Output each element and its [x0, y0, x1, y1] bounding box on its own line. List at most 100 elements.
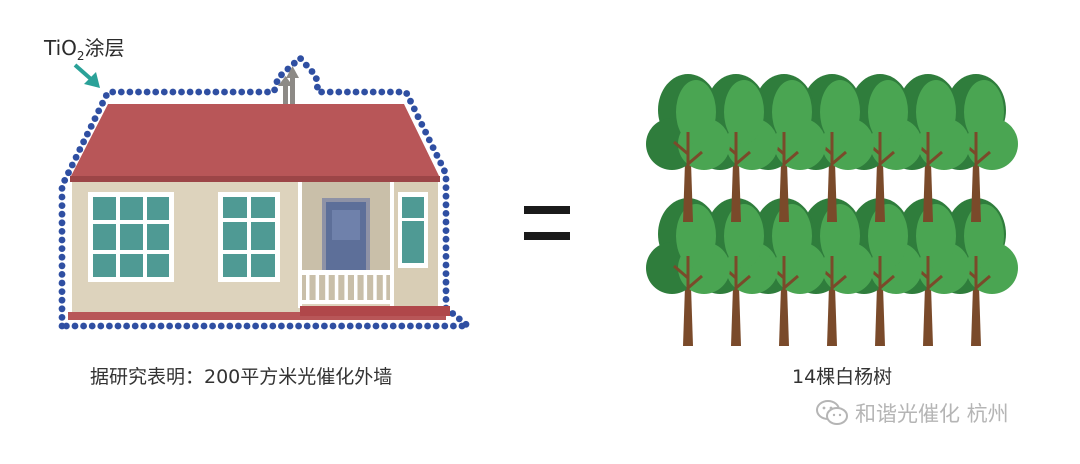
coating-dot	[290, 59, 298, 67]
watermark-text: 和谐光催化 杭州	[855, 402, 1009, 426]
coating-dot	[71, 322, 79, 330]
coating-dot	[160, 88, 168, 96]
coating-dot	[344, 88, 351, 96]
coating-dot	[243, 322, 251, 330]
coating-dot	[58, 305, 66, 313]
coating-dot	[321, 322, 328, 330]
porch-rail	[373, 275, 377, 300]
coating-dot	[88, 322, 96, 330]
coating-dot	[352, 88, 360, 96]
watermark: 和谐光催化 杭州	[815, 398, 1009, 428]
coating-dot	[186, 88, 194, 96]
coating-dot	[135, 88, 142, 96]
front-door	[322, 198, 370, 274]
coating-dot	[212, 88, 220, 96]
coating-dot	[63, 322, 70, 330]
coating-dot	[425, 136, 433, 144]
coating-dot	[326, 88, 334, 96]
coating-dot	[278, 71, 285, 79]
coating-dot	[407, 322, 414, 330]
coating-dot	[149, 322, 156, 330]
coating-dot	[221, 88, 228, 96]
coating-dot	[117, 88, 125, 96]
coating-dot	[442, 296, 450, 303]
window-right	[398, 192, 428, 268]
coating-dot	[140, 322, 148, 330]
window-left	[88, 192, 174, 282]
coating-dot	[450, 322, 457, 330]
porch-rail	[325, 275, 329, 300]
coating-dot	[72, 153, 80, 161]
coating-dot	[260, 322, 268, 330]
coating-dot	[178, 88, 185, 96]
coating-dot	[131, 322, 139, 330]
coating-dot	[229, 88, 237, 96]
coating-dot	[369, 88, 377, 96]
window-middle	[218, 192, 280, 282]
coating-dot	[442, 201, 450, 209]
coating-dot	[441, 167, 448, 175]
coating-dot	[252, 322, 259, 330]
coating-dot	[200, 322, 208, 330]
coating-dot	[318, 88, 325, 96]
coating-dot	[442, 210, 450, 217]
tree-grid	[646, 74, 1018, 346]
coating-dot	[255, 88, 263, 96]
coating-label-suffix: 涂层	[84, 36, 125, 60]
coating-label: TiO2涂层	[44, 32, 125, 63]
trees-caption: 14棵白杨树	[792, 366, 893, 388]
coating-dot	[414, 113, 422, 121]
coating-dot	[203, 88, 211, 96]
coating-dot	[217, 322, 225, 330]
coating-dot	[372, 322, 380, 330]
coating-dot	[58, 314, 66, 321]
porch-rail	[334, 275, 339, 300]
coating-dot	[152, 88, 160, 96]
coating-dot	[65, 169, 72, 177]
coating-dot	[284, 65, 292, 73]
coating-dot	[407, 97, 414, 105]
coating-dot	[58, 219, 66, 227]
coating-dot	[364, 322, 371, 330]
coating-dot	[437, 159, 445, 167]
coating-dot	[398, 322, 406, 330]
coating-dot	[271, 86, 278, 94]
coating-dot	[415, 322, 423, 330]
coating-dot	[338, 322, 345, 330]
tree	[646, 74, 730, 222]
coating-dot	[314, 83, 321, 91]
coating-dot	[297, 55, 304, 62]
coating-dot	[157, 322, 165, 330]
coating-dot	[286, 322, 294, 330]
coating-dot	[278, 322, 285, 330]
coating-dot	[403, 90, 411, 97]
coating-dot	[335, 88, 343, 96]
coating-arrow	[73, 63, 100, 88]
coating-dot	[361, 88, 368, 96]
coating-dot	[424, 322, 431, 330]
coating-dot	[58, 288, 66, 295]
coating-dot	[378, 88, 386, 96]
porch-rail	[315, 275, 320, 300]
coating-dot	[264, 88, 271, 96]
coating-dot	[87, 123, 95, 130]
coating-dot	[442, 244, 450, 252]
porch-rail	[306, 275, 310, 300]
porch-rail	[382, 275, 387, 300]
coating-dot	[99, 99, 106, 107]
coating-label-subscript: 2	[76, 49, 85, 63]
coating-dot	[58, 279, 66, 287]
coating-dot	[76, 146, 84, 153]
coating-dot	[58, 210, 66, 218]
coating-dot	[302, 61, 310, 69]
porch-rail	[344, 275, 348, 300]
coating-dot	[295, 322, 302, 330]
coating-dot	[442, 261, 450, 269]
coating-dot	[449, 310, 457, 317]
coating-dot	[58, 185, 66, 192]
wechat-icon	[816, 400, 848, 425]
coating-dot	[346, 322, 354, 330]
coating-dot	[192, 322, 199, 330]
coating-dot	[80, 138, 87, 146]
